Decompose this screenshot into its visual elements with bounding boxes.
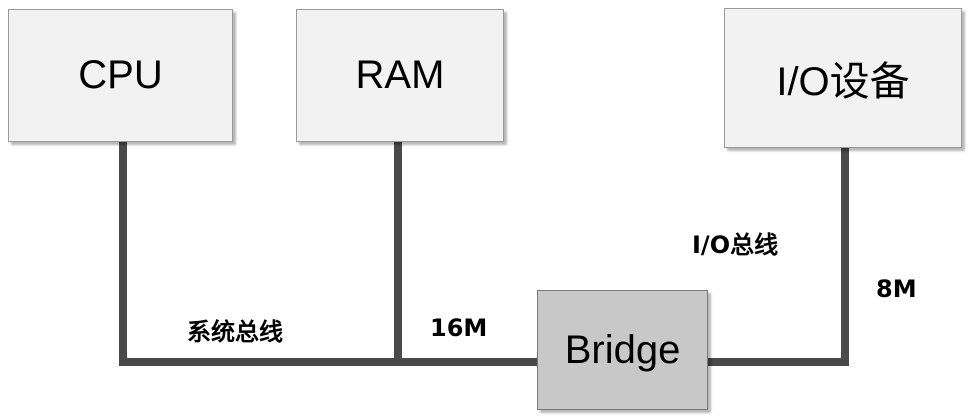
cpu-box: CPU: [8, 9, 233, 142]
cpu-label: CPU: [78, 53, 163, 97]
cpu-bus-connector: [119, 142, 127, 366]
io-device-connector: [841, 148, 849, 366]
bridge-box: Bridge: [537, 290, 708, 410]
io-bus-label: I/O总线: [692, 231, 779, 259]
ram-bus-connector: [394, 142, 402, 366]
io-device-box: I/O设备: [724, 8, 962, 148]
ram-box: RAM: [296, 9, 504, 142]
bridge-label: Bridge: [564, 327, 681, 372]
io-bus-speed-label: 8M: [876, 275, 917, 303]
system-bus-line: [119, 358, 537, 366]
ram-label: RAM: [355, 53, 445, 97]
system-bus-speed-label: 16M: [430, 314, 488, 342]
io-bus-line: [708, 358, 849, 366]
io-device-label: I/O设备: [776, 60, 910, 104]
system-bus-label: 系统总线: [187, 318, 283, 346]
